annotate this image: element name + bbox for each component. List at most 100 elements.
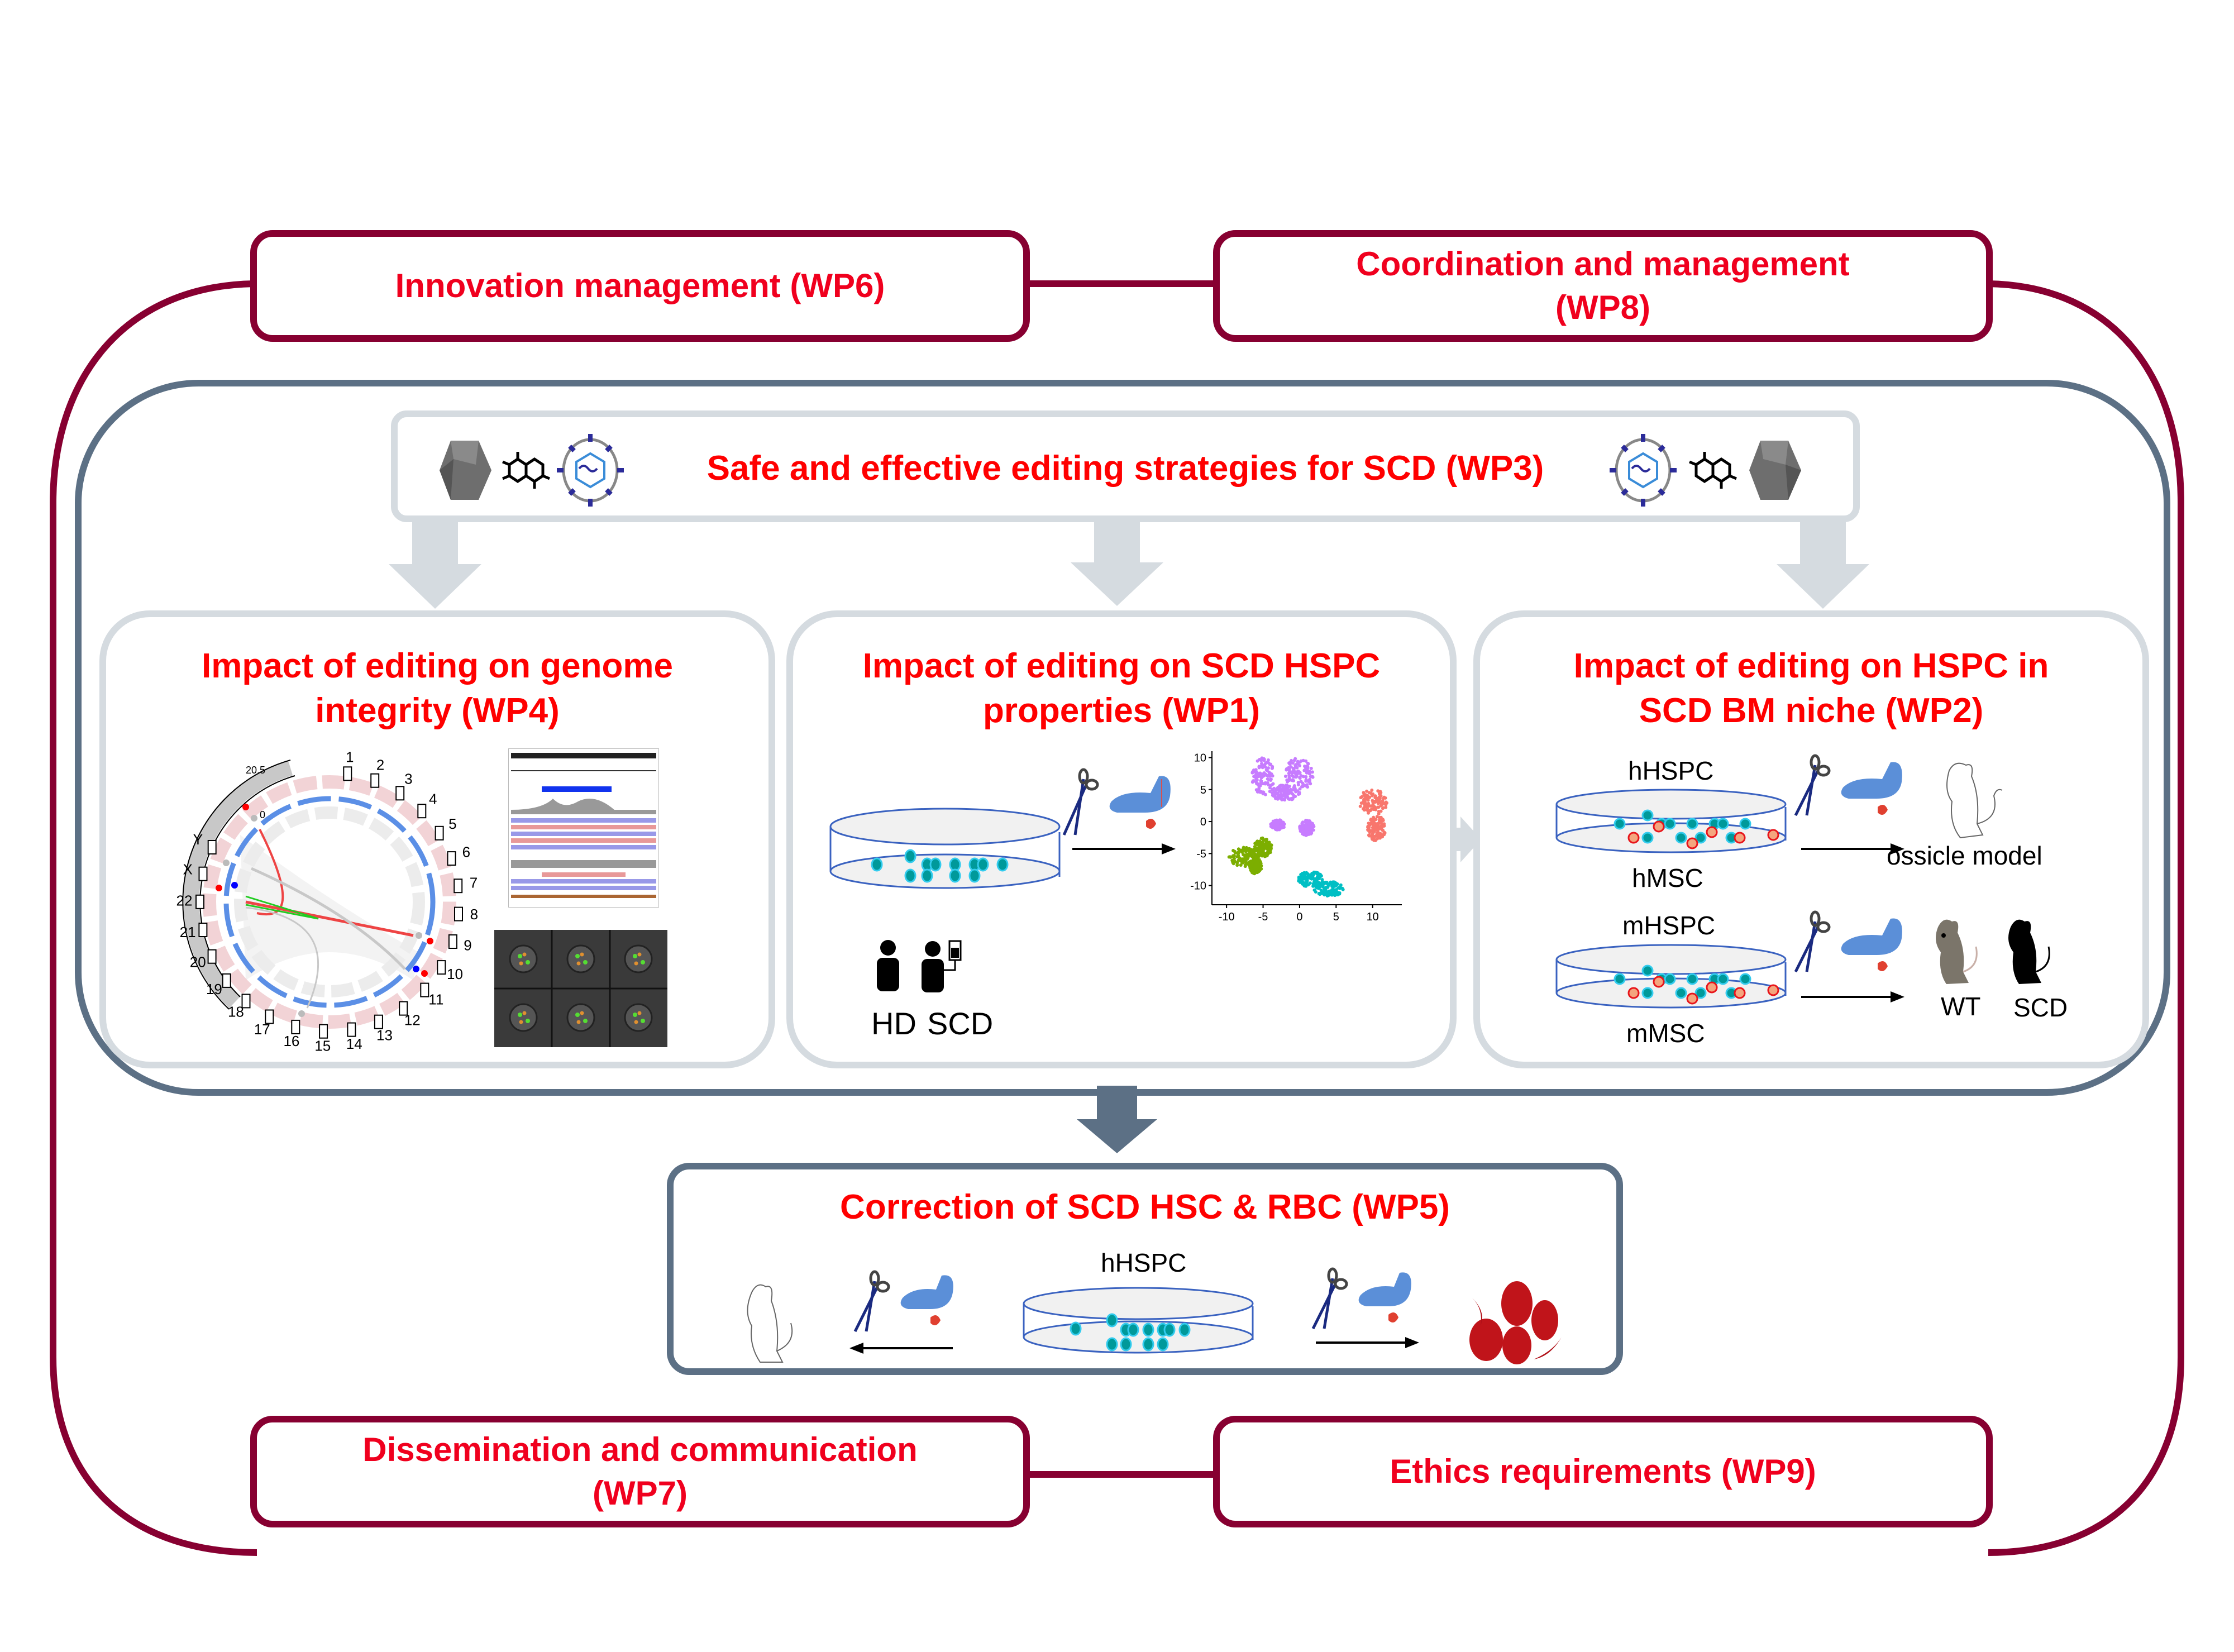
arrow-wp3-to-wp1 (1071, 519, 1163, 606)
umap-point (1374, 796, 1378, 800)
hspc-cell (1142, 1322, 1154, 1337)
umap-point (1261, 792, 1265, 796)
chromosome-label: 13 (376, 1026, 393, 1043)
donor-icons (877, 940, 962, 992)
hspc-cell (949, 868, 961, 883)
wp7-label: Dissemination and communication (WP7) (362, 1431, 918, 1512)
arrow-wp3-to-wp4 (389, 519, 481, 609)
umap-point (1363, 794, 1367, 798)
umap-point (1311, 770, 1314, 774)
umap-point (1380, 803, 1384, 806)
chromosome-label: X (183, 861, 193, 877)
igv-reads (511, 818, 656, 898)
hspc-cell (1106, 1313, 1118, 1328)
umap-point (1331, 890, 1335, 894)
umap-point (1244, 854, 1248, 858)
chromosome-label: 21 (180, 924, 196, 940)
umap-cluster-cyan (1297, 870, 1345, 897)
umap-point (1376, 805, 1380, 809)
cas9-protein-icon (1841, 762, 1902, 815)
chromosome-ideogram (395, 786, 405, 801)
wp4-title: Impact of editing on genome integrity (W… (202, 647, 673, 730)
umap-point (1279, 825, 1283, 829)
umap-point (1264, 854, 1268, 858)
umap-x-tick-label: -10 (1219, 911, 1235, 923)
umap-point (1283, 775, 1287, 778)
chromosome-label: 6 (462, 844, 470, 861)
mhspc-label: mHSPC (1622, 911, 1716, 940)
umap-point (1299, 880, 1302, 884)
umap-point (1371, 837, 1374, 841)
umap-point (1235, 855, 1239, 858)
wp5-dish-label: hHSPC (1101, 1248, 1187, 1277)
umap-point (1370, 794, 1374, 798)
igv-feature (542, 786, 612, 792)
umap-point (1377, 819, 1381, 823)
hspc-cell (1641, 965, 1654, 977)
hmsc-label: hMSC (1632, 863, 1703, 892)
hspc-cell (921, 868, 933, 883)
cas9-protein-icon (1358, 1272, 1411, 1322)
msc-cell (1734, 832, 1746, 844)
wp6-label: Innovation management (WP6) (395, 267, 885, 304)
msc-cell (1706, 826, 1718, 838)
umap-point (1259, 782, 1263, 786)
wp2-title: Impact of editing on HSPC in SCD BM nich… (1573, 647, 2049, 730)
umap-point (1258, 845, 1262, 849)
umap-point (1376, 828, 1379, 831)
chromosome-ideogram (374, 1014, 383, 1029)
hspc-cell (1694, 832, 1707, 844)
umap-point (1293, 787, 1297, 791)
umap-y-tick-label: 0 (1200, 816, 1206, 828)
umap-x-tick-label: 10 (1367, 911, 1379, 923)
umap-point (1330, 888, 1334, 892)
umap-point (1298, 760, 1302, 764)
umap-point (1262, 758, 1266, 762)
umap-point (1367, 833, 1371, 837)
umap-point (1291, 766, 1295, 770)
chromosome-label: 10 (447, 966, 463, 982)
umap-point (1379, 809, 1383, 813)
umap-point (1327, 882, 1331, 886)
umap-point (1243, 863, 1247, 867)
umap-point (1286, 788, 1290, 792)
umap-point (1308, 770, 1312, 774)
chromosome-label: 16 (283, 1033, 299, 1049)
umap-point (1305, 783, 1309, 787)
umap-point (1262, 838, 1266, 842)
umap-point (1257, 785, 1261, 789)
umap-point (1263, 782, 1267, 786)
umap-point (1281, 784, 1285, 787)
umap-y-tick-label: -10 (1190, 880, 1206, 892)
umap-point (1382, 830, 1386, 834)
scd-mouse-icon (2008, 919, 2050, 984)
umap-point (1300, 785, 1304, 789)
umap-point (1304, 883, 1307, 887)
umap-point (1327, 889, 1331, 893)
wp6-innovation-management-box: Innovation management (WP6) (250, 230, 1030, 342)
circos-link-grey (245, 906, 319, 1009)
umap-point (1368, 809, 1372, 813)
process-arrow-right (1316, 1337, 1419, 1348)
wp1-title: Impact of editing on SCD HSPC properties… (862, 647, 1381, 730)
scd-mouse-label: SCD (2013, 993, 2068, 1022)
umap-point (1299, 780, 1303, 784)
crispr-cas9-icon (1062, 768, 1171, 836)
umap-cluster-red (1358, 788, 1388, 842)
donor-label-scd: SCD (927, 1006, 994, 1041)
umap-point (1253, 871, 1257, 875)
umap-point (1287, 797, 1290, 801)
umap-point (1365, 789, 1369, 793)
umap-point (1312, 872, 1316, 876)
chromosome-ideogram (399, 1001, 408, 1016)
umap-point (1304, 759, 1308, 763)
umap-point (1260, 854, 1264, 858)
crispr-cas9-icon-left (853, 1270, 953, 1333)
cas9-protein-icon (900, 1275, 953, 1325)
umap-point (1298, 776, 1302, 780)
umap-point (1370, 788, 1374, 792)
crispr-cas9-icon-human (1794, 754, 1902, 817)
crispr-cas9-icon-mouse (1794, 910, 1902, 973)
umap-y-tick-label: 10 (1194, 752, 1206, 764)
